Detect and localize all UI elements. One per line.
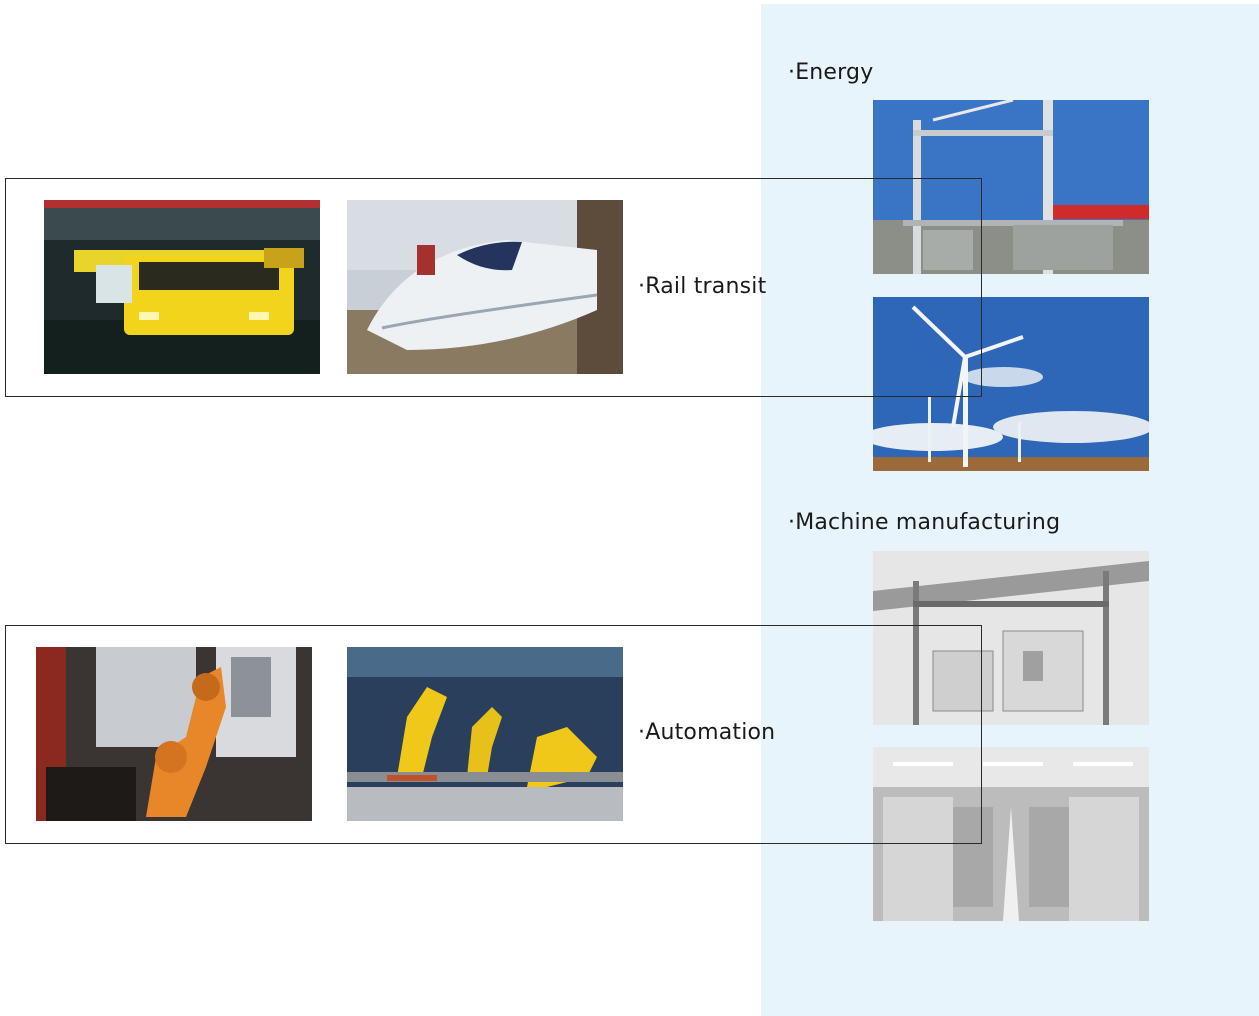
factory-crane-photo-icon — [873, 551, 1149, 725]
machine-manufacturing-label: ·Machine manufacturing — [788, 510, 1061, 535]
yellow-rail-vehicle-photo-icon — [44, 200, 320, 374]
rail-transit-label: ·Rail transit — [638, 274, 767, 299]
wind-turbines-photo-icon — [873, 297, 1149, 471]
orange-robot-arm-photo-icon — [36, 647, 312, 821]
substation-photo-icon — [873, 100, 1149, 274]
energy-label: ·Energy — [788, 60, 874, 85]
automation-label: ·Automation — [638, 720, 776, 745]
high-speed-train-photo-icon — [347, 200, 623, 374]
yellow-robot-assembly-line-photo-icon — [347, 647, 623, 821]
cnc-workshop-photo-icon — [873, 747, 1149, 921]
